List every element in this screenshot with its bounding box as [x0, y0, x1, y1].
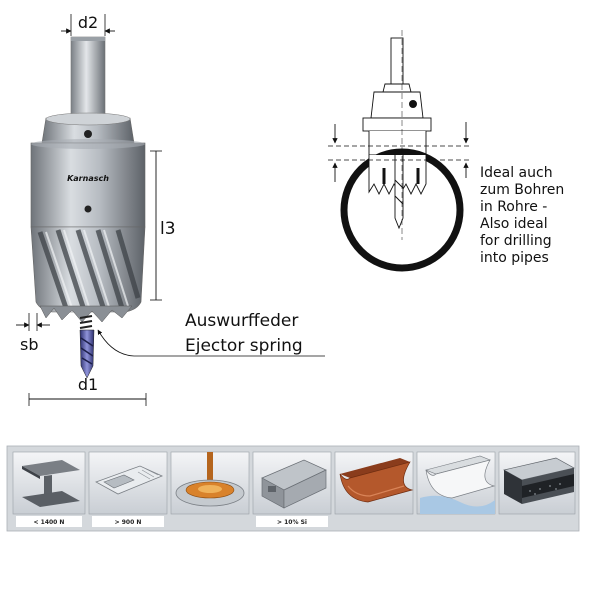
aluminium-profile-icon [261, 459, 327, 509]
dimension-sb: sb [16, 313, 50, 354]
set-screw-icon [84, 130, 92, 138]
cutter-body [30, 142, 146, 228]
ejector-spring-icon [79, 315, 93, 329]
steel-sink-icon [95, 465, 164, 495]
pipe-note-line-3: in Rohre - [480, 199, 547, 215]
label-d2: d2 [78, 13, 98, 32]
brand-label: Karnasch [67, 174, 109, 183]
material-tile-2: > 900 N [88, 451, 168, 527]
ejector-callout: Auswurffeder Ejector spring [97, 311, 325, 357]
pipe-note: Ideal auch zum Bohren in Rohre - Also id… [480, 165, 564, 266]
material-strip: < 1400 N > 900 N [6, 445, 580, 532]
pipe-note-line-2: zum Bohren [480, 182, 564, 198]
copper-gutter-icon [339, 458, 414, 503]
pipe-note-line-6: into pipes [480, 250, 549, 266]
dimension-d2: d2 [61, 13, 115, 36]
steel-beam-icon [22, 460, 80, 507]
sandwich-panel-icon [503, 457, 575, 504]
ejector-label-en: Ejector spring [185, 336, 303, 356]
material-tile-1: < 1400 N [12, 451, 86, 527]
dimension-d1: d1 [28, 375, 147, 406]
label-sb: sb [20, 335, 39, 354]
cooling-lubricant-icon [175, 452, 245, 507]
hole-cutter: Karnasch [30, 36, 146, 379]
material-tile-3 [170, 451, 250, 515]
pipe-drilling-sketch [328, 30, 470, 272]
label-l3: l3 [160, 219, 176, 239]
material-tile-5 [334, 451, 414, 515]
material-caption-2: > 900 N [115, 519, 142, 526]
pipe-note-line-1: Ideal auch [480, 165, 553, 181]
pipe-note-line-4: Also ideal [480, 216, 548, 232]
material-caption-1: < 1400 N [34, 519, 65, 526]
ejector-hole-icon [84, 205, 92, 213]
pipe-note-line-5: for drilling [480, 233, 552, 249]
material-tile-7 [498, 451, 576, 515]
cutter-shank [70, 36, 106, 120]
pilot-drill [79, 329, 95, 379]
plastic-gutter-icon [420, 455, 496, 514]
label-d1: d1 [78, 375, 98, 394]
material-tile-6 [416, 451, 496, 515]
dimension-l3: l3 [150, 150, 176, 301]
material-caption-4: > 10% Si [277, 519, 307, 526]
ejector-label-de: Auswurffeder [185, 311, 298, 331]
material-tile-4: > 10% Si [252, 451, 332, 527]
